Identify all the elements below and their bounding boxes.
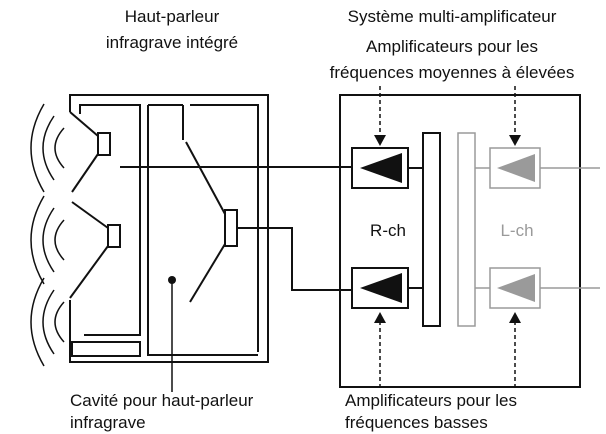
subwoofer-enclosure: [69, 94, 269, 392]
sound-wave-arc: [54, 219, 65, 261]
driver-cone-line: [71, 201, 109, 229]
pointer-arrows: [374, 86, 521, 388]
bottom-chamber: [71, 341, 141, 357]
amplifier-enclosure: [339, 94, 581, 388]
amp-triangle-icon: [497, 274, 535, 302]
rear-chamber-wall: [190, 104, 259, 352]
sound-wave-arc: [42, 115, 55, 181]
arrow-up-icon: [509, 312, 521, 323]
driver-cone-line: [71, 153, 99, 193]
arrow-up-icon: [374, 312, 386, 323]
driver-cone-line: [69, 245, 109, 299]
l-ch-bus: [457, 132, 476, 327]
sound-wave-arc: [30, 195, 45, 285]
driver-cone-line: [69, 111, 99, 137]
driver-cone-line: [189, 243, 226, 303]
cavity-label-line1: Cavité pour haut-parleur: [70, 391, 254, 410]
sound-wave-arc: [30, 277, 45, 367]
arrow-down-icon: [374, 135, 386, 146]
arrow-down-icon: [509, 135, 521, 146]
front-driver-lower: [107, 224, 121, 248]
speaker-wires: [120, 166, 352, 291]
mid-high-amp-label-line1: Amplificateurs pour les: [366, 37, 538, 56]
cavity-wall-left: [147, 105, 258, 356]
amp-triangle-icon: [497, 154, 535, 182]
subwoofer-label-line1: Haut-parleur: [125, 7, 220, 26]
front-driver-upper: [97, 132, 111, 156]
amp-triangle-icon: [360, 273, 402, 303]
rear-driver: [224, 209, 238, 247]
r-ch-bus: [422, 132, 441, 327]
subwoofer-label-line2: infragrave intégré: [106, 33, 238, 52]
front-chamber-wall: [79, 104, 141, 336]
cavity-label-line2: infragrave: [70, 413, 146, 432]
multi-amplifier-system: R-ch L-ch: [339, 94, 600, 388]
sound-wave-arc: [54, 127, 65, 169]
bass-amp-label-line1: Amplificateurs pour les: [345, 391, 517, 410]
mid-high-amp-label-line2: fréquences moyennes à élevées: [330, 63, 575, 82]
amp-triangle-icon: [360, 153, 402, 183]
amp-system-label: Système multi-amplificateur: [348, 7, 557, 26]
driver-cone-line: [185, 141, 226, 215]
wire-bass: [237, 227, 352, 291]
bass-amp-label-line2: fréquences basses: [345, 413, 488, 432]
r-ch-label: R-ch: [370, 221, 406, 240]
sound-wave-arc: [54, 301, 65, 343]
sound-waves: [30, 103, 65, 367]
l-ch-label: L-ch: [500, 221, 533, 240]
sound-wave-arc: [30, 103, 45, 193]
sound-wave-arc: [42, 207, 55, 273]
sound-wave-arc: [42, 289, 55, 355]
